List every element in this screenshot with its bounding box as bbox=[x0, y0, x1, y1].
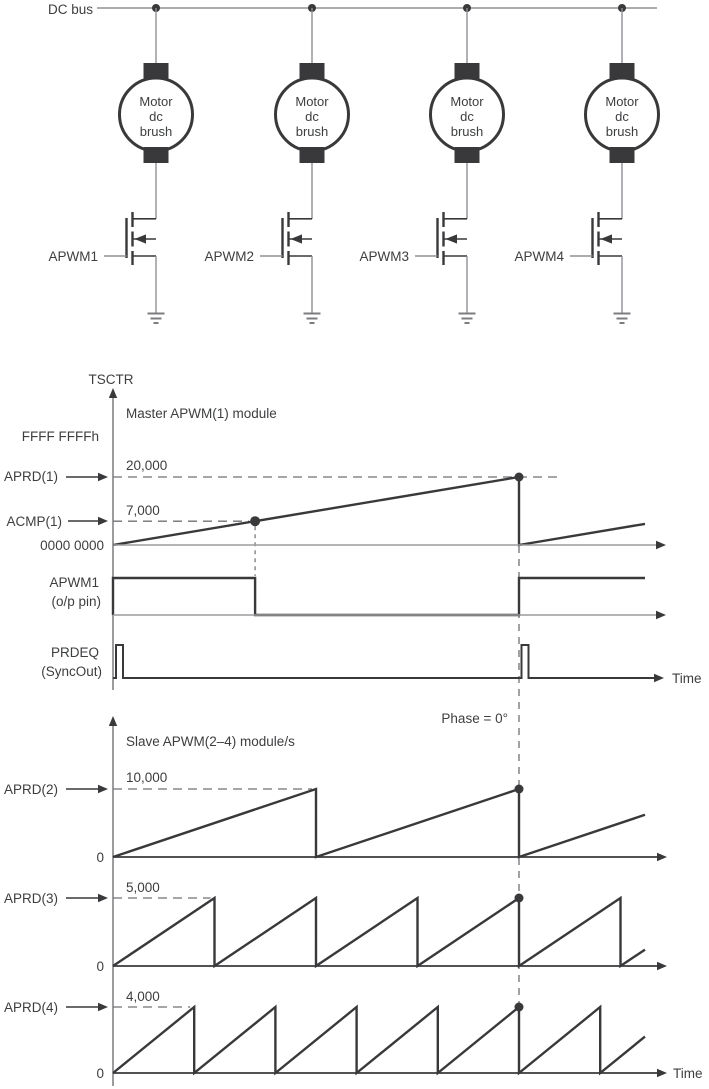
motor-label-line: brush bbox=[140, 124, 173, 139]
slave-baseline-arrow-icon bbox=[657, 852, 667, 862]
aprd4-value-label: 4,000 bbox=[126, 989, 160, 1004]
phase-label: Phase = 0° bbox=[441, 711, 508, 726]
gate-signal-label: APWM1 bbox=[48, 249, 98, 264]
slave-sync-dot bbox=[514, 1002, 524, 1012]
counter-max-label: FFFF FFFFh bbox=[22, 429, 99, 444]
gate-signal-label: APWM2 bbox=[204, 249, 254, 264]
acmp1-value-label: 7,000 bbox=[126, 503, 160, 518]
slave-counter-waveform bbox=[112, 787, 646, 859]
prdeq-syncout-waveform bbox=[113, 644, 655, 679]
aprd3-label: APRD(3) bbox=[4, 891, 58, 906]
motor-label-line: Motor bbox=[605, 94, 639, 109]
slave-counter-waveform bbox=[112, 895, 646, 969]
fet-body-arrow-icon bbox=[134, 234, 146, 244]
motor-label-line: brush bbox=[606, 124, 639, 139]
aprd1-value-label: 20,000 bbox=[126, 458, 167, 473]
aprd2-label: APRD(2) bbox=[4, 782, 58, 797]
tsctr-axis-arrow-icon bbox=[108, 388, 118, 398]
label-pointer-arrow-icon bbox=[98, 784, 108, 794]
fet-body-arrow-icon bbox=[290, 234, 302, 244]
time-label-slave: Time bbox=[673, 1066, 703, 1081]
motor-top-terminal bbox=[454, 63, 480, 80]
time-label-master: Time bbox=[672, 671, 702, 686]
tsctr-axis-label: TSCTR bbox=[89, 372, 134, 387]
motor-label-line: Motor bbox=[295, 94, 329, 109]
motor-bottom-terminal bbox=[299, 147, 325, 163]
motor-label-line: dc bbox=[615, 109, 629, 124]
acmp-match-dot bbox=[250, 516, 261, 527]
aprd3-zero-label: 0 bbox=[96, 959, 104, 974]
apwm1-baseline-arrow-icon bbox=[656, 610, 666, 620]
gate-signal-label: APWM3 bbox=[359, 249, 409, 264]
master-title: Master APWM(1) module bbox=[126, 406, 277, 421]
slave-baseline-arrow-icon bbox=[657, 1068, 667, 1078]
motor-label-line: Motor bbox=[139, 94, 173, 109]
labels: DC bus TSCTR Master APWM(1) module FFFF … bbox=[4, 2, 703, 1081]
motor-label-line: dc bbox=[149, 109, 163, 124]
motor-drive-circuit: MotordcbrushAPWM1MotordcbrushAPWM2Motord… bbox=[48, 4, 660, 324]
motor-label-line: dc bbox=[460, 109, 474, 124]
master-counter-waveform bbox=[112, 475, 646, 547]
aprd3-value-label: 5,000 bbox=[126, 880, 160, 895]
timing-waveforms bbox=[66, 388, 667, 1086]
master-period-dot bbox=[514, 472, 524, 482]
slave-title: Slave APWM(2–4) module/s bbox=[126, 734, 295, 749]
acmp1-label: ACMP(1) bbox=[6, 514, 62, 529]
label-pointer-arrow-icon bbox=[98, 1002, 108, 1012]
motor-label-line: Motor bbox=[450, 94, 484, 109]
motor-label-line: brush bbox=[451, 124, 484, 139]
apwm1-output-waveform bbox=[111, 576, 645, 617]
slave-axis-arrow-icon bbox=[108, 716, 118, 726]
motor-top-terminal bbox=[143, 63, 169, 80]
slave-counter-waveform bbox=[112, 1004, 646, 1076]
aprd1-label: APRD(1) bbox=[4, 469, 58, 484]
motor-label-line: dc bbox=[305, 109, 319, 124]
label-pointer-arrow-icon bbox=[98, 516, 108, 526]
master-baseline-arrow-icon bbox=[656, 540, 666, 550]
apwm1-pin-label-line2: (o/p pin) bbox=[51, 594, 101, 609]
fet-body-arrow-icon bbox=[600, 234, 612, 244]
aprd4-zero-label: 0 bbox=[96, 1066, 104, 1081]
prdeq-label-line1: PRDEQ bbox=[51, 645, 99, 660]
label-pointer-arrow-icon bbox=[98, 893, 108, 903]
apwm1-pin-label-line1: APWM1 bbox=[49, 575, 99, 590]
label-pointer-arrow-icon bbox=[98, 472, 108, 482]
gate-signal-label: APWM4 bbox=[514, 249, 564, 264]
fet-body-arrow-icon bbox=[445, 234, 457, 244]
motor-bottom-terminal bbox=[454, 147, 480, 163]
counter-zero-label: 0000 0000 bbox=[40, 538, 104, 553]
motor-bottom-terminal bbox=[609, 147, 635, 163]
slave-sync-dot bbox=[514, 784, 524, 794]
dc-bus-label: DC bus bbox=[48, 2, 93, 17]
prdeq-baseline-arrow-icon bbox=[654, 673, 664, 683]
motor-label-line: brush bbox=[296, 124, 329, 139]
motor-top-terminal bbox=[609, 63, 635, 80]
aprd2-zero-label: 0 bbox=[96, 850, 104, 865]
motor-top-terminal bbox=[299, 63, 325, 80]
aprd2-value-label: 10,000 bbox=[126, 770, 167, 785]
prdeq-label-line2: (SyncOut) bbox=[41, 664, 102, 679]
slave-sync-dot bbox=[514, 893, 524, 903]
slave-baseline-arrow-icon bbox=[657, 961, 667, 971]
motor-bottom-terminal bbox=[143, 147, 169, 163]
aprd4-label: APRD(4) bbox=[4, 1000, 58, 1015]
